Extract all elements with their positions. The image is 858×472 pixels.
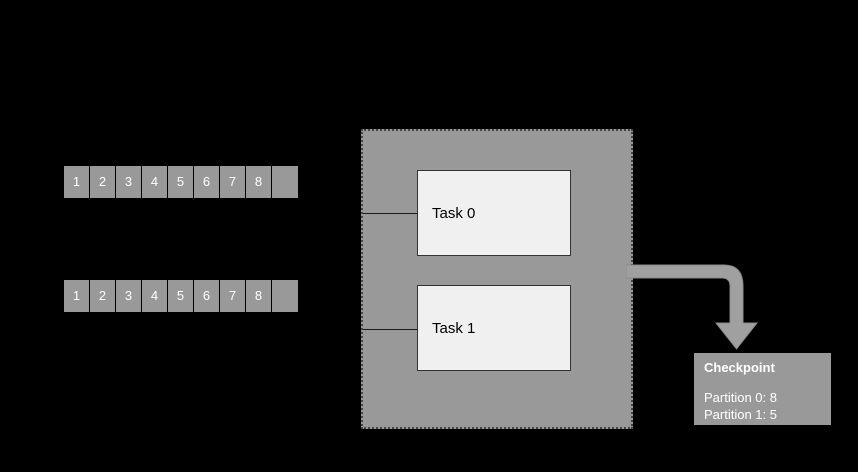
partition-1-cell-6: 6 [194,280,220,312]
partition-strip-0: 1 2 3 4 5 6 7 8 [64,166,298,198]
partition-1-cell-5: 5 [168,280,194,312]
partition-0-cell-3: 3 [116,166,142,198]
connector-line-task-0 [363,213,418,214]
partition-0-cell-1: 1 [64,166,90,198]
partition-0-cell-7: 7 [220,166,246,198]
partition-0-cell-8: 8 [246,166,272,198]
partition-1-cell-3: 3 [116,280,142,312]
partition-0-cell-2: 2 [90,166,116,198]
partition-strip-1: 1 2 3 4 5 6 7 8 [64,280,298,312]
partition-0-cell-5: 5 [168,166,194,198]
partition-1-cell-4: 4 [142,280,168,312]
checkpoint-lines: Partition 0: 8 Partition 1: 5 [704,389,831,423]
task-box-1-label: Task 1 [432,319,476,337]
checkpoint-line-partition-0: Partition 0: 8 [704,390,777,405]
task-box-1: Task 1 [417,285,571,371]
partition-1-cell-8: 8 [246,280,272,312]
partition-0-cell-6: 6 [194,166,220,198]
checkpoint-box: Checkpoint Partition 0: 8 Partition 1: 5 [694,353,831,425]
partition-0-cell-4: 4 [142,166,168,198]
partition-0-cell-9-empty [272,166,298,198]
checkpoint-line-partition-1: Partition 1: 5 [704,407,777,422]
task-box-0-label: Task 0 [432,204,476,222]
partition-1-cell-1: 1 [64,280,90,312]
partition-1-cell-2: 2 [90,280,116,312]
partition-1-cell-9-empty [272,280,298,312]
connector-line-task-1 [363,329,418,330]
partition-1-cell-7: 7 [220,280,246,312]
task-box-0: Task 0 [417,170,571,256]
checkpoint-arrow-icon [626,264,759,350]
checkpoint-title: Checkpoint [704,360,775,375]
